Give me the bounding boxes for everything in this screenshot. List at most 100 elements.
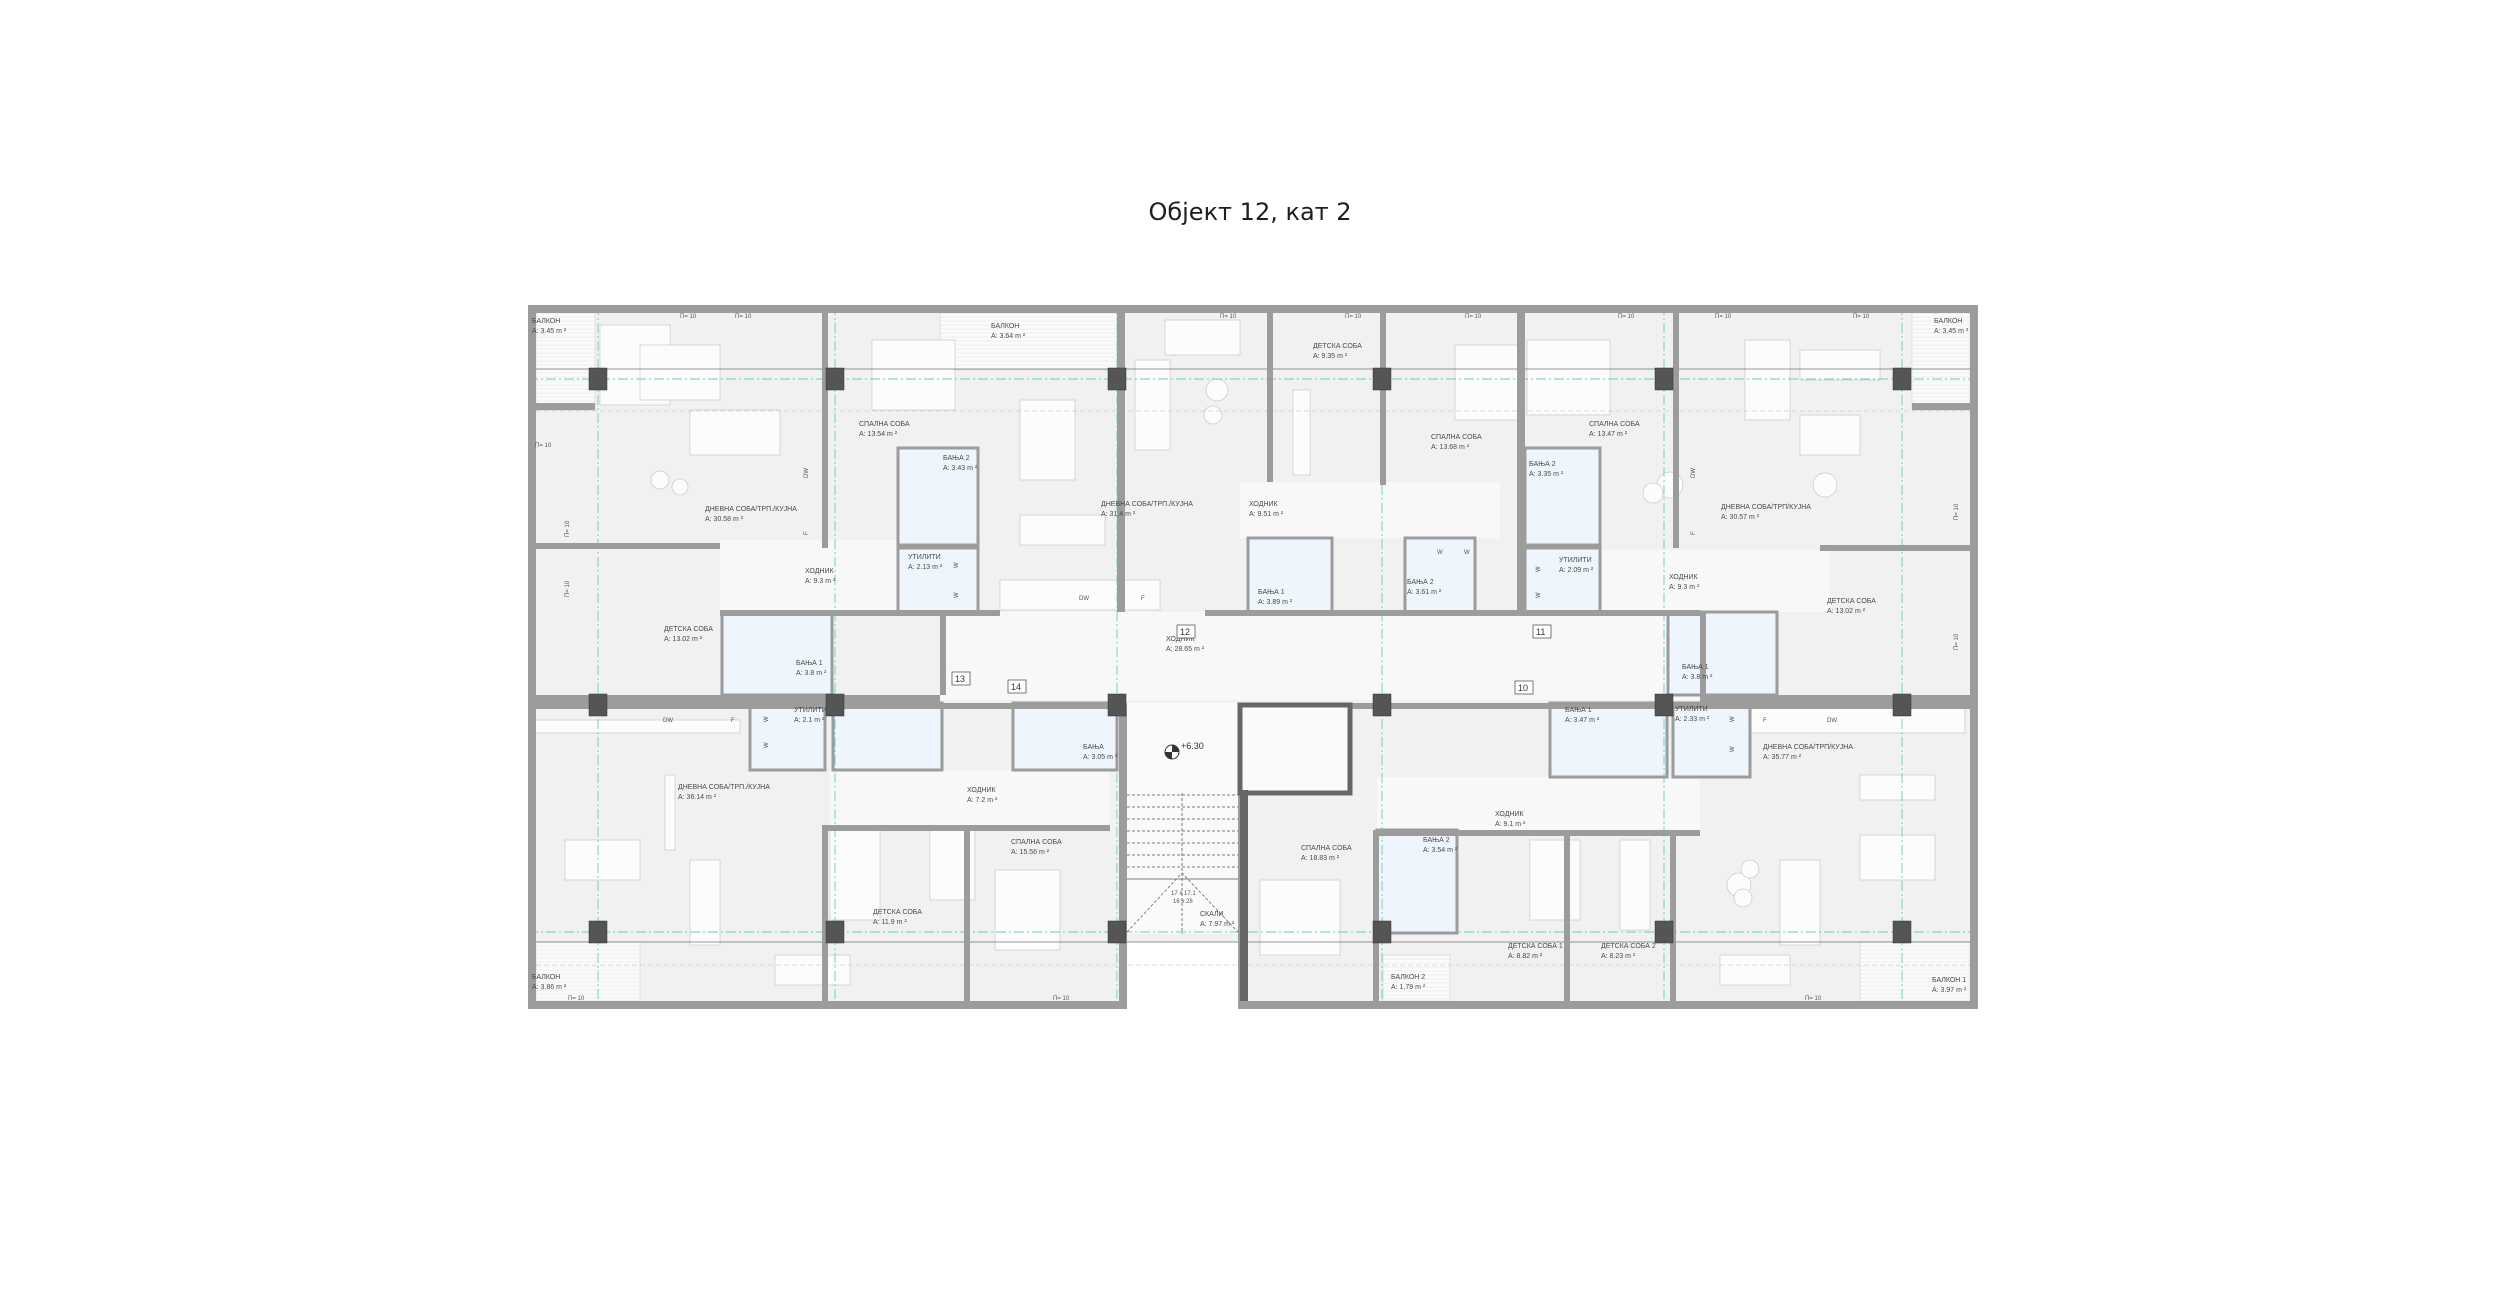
room-name: СПАЛНА СОБА <box>1301 845 1352 852</box>
balcony-area <box>1382 954 1451 1002</box>
room-area: A: 2.09 m ² <box>1559 567 1594 574</box>
furniture-piece <box>1259 879 1341 956</box>
column <box>825 920 845 944</box>
wall <box>1246 703 1970 709</box>
wall <box>528 1001 1127 1009</box>
bathroom-wall <box>1011 701 1119 772</box>
bathroom-area <box>1525 548 1600 612</box>
room-name: ДЕТСКА СОБА <box>1313 343 1362 350</box>
furniture-piece <box>1859 774 1936 801</box>
room-area: A: 7.97 m ² <box>1200 921 1235 928</box>
bathroom-area <box>1405 538 1475 612</box>
furniture-piece <box>1749 704 1966 734</box>
wall <box>1673 313 1679 548</box>
furniture-piece <box>1744 339 1791 421</box>
room-area: A: 11.9 m ² <box>873 919 907 926</box>
unit-number-box <box>1532 624 1552 639</box>
wall <box>1517 313 1525 612</box>
stair-note: 16 x 28 <box>1173 899 1193 905</box>
fixture-label: W <box>1730 716 1736 722</box>
furniture-piece <box>1019 399 1076 481</box>
room-name: ДНЕВНА СОБА/ТРП./КУЈНА <box>1101 501 1193 508</box>
room-name: БАЛКОН 1 <box>1932 977 1966 984</box>
column <box>825 693 845 717</box>
room-area: A: 8.82 m ² <box>1508 953 1543 960</box>
room-name: ДНЕВНА СОБА/ТРП./КУЈНА <box>705 506 797 513</box>
window-label: П= 10 <box>565 520 571 537</box>
room-name: УТИЛИТИ <box>1559 557 1592 564</box>
corridor-bottom-right <box>1377 777 1700 830</box>
table-round <box>1205 378 1229 402</box>
column <box>1892 920 1912 944</box>
furniture-piece <box>529 719 741 734</box>
room-area: A: 3.8 m ² <box>1682 674 1713 681</box>
room-name: ХОДНИК <box>1495 811 1525 818</box>
stair-note: 17 x 17.1 <box>1171 891 1196 897</box>
room-area: A: 2.1 m ² <box>794 717 825 724</box>
room-area: A: 13.54 m ² <box>859 431 898 438</box>
wall <box>536 403 595 410</box>
table-round <box>1642 482 1664 504</box>
room-name: ХОДНИК <box>1669 574 1699 581</box>
walls <box>528 305 1978 1009</box>
bathroom-wall <box>1548 701 1669 779</box>
room-area: A: 3.43 m ² <box>943 465 978 472</box>
wall <box>1119 703 1127 934</box>
room-name: УТИЛИТИ <box>908 554 941 561</box>
bathroom-wall <box>1246 536 1334 614</box>
column <box>1654 367 1674 391</box>
fixture-label: W <box>1536 566 1542 572</box>
room-name: БАЛКОН <box>532 974 560 981</box>
staircase <box>1126 744 1239 934</box>
room-name: БАЊА 1 <box>796 660 823 667</box>
room-area: A: 3.86 m ² <box>532 984 567 991</box>
corridor-right <box>1600 550 1830 612</box>
window-label: П= 10 <box>680 314 697 320</box>
room-area: A: 13.02 m ² <box>1827 608 1866 615</box>
room-name: ХОДНИК <box>1166 636 1196 643</box>
wall <box>1238 1001 1978 1009</box>
furniture-piece <box>871 339 956 411</box>
room-area: A: 3.05 m ² <box>1083 754 1118 761</box>
column <box>1372 920 1392 944</box>
window-label: П= 10 <box>1805 996 1822 1002</box>
columns <box>588 367 1912 944</box>
column <box>1892 693 1912 717</box>
window-label: П= 10 <box>1853 314 1870 320</box>
window-label: П= 10 <box>1053 996 1070 1002</box>
unit-number-box <box>1176 624 1196 639</box>
room-area: A: 15.56 m ² <box>1011 849 1050 856</box>
wall <box>720 610 1000 616</box>
room-name: СПАЛНА СОБА <box>859 421 910 428</box>
column <box>1372 693 1392 717</box>
table-round <box>1203 405 1223 425</box>
room-name: БАЊА 1 <box>1258 589 1285 596</box>
room-area: A: 30.57 m ² <box>1721 514 1760 521</box>
wall <box>1820 545 1970 551</box>
window-label: П= 10 <box>1465 314 1482 320</box>
fixture-label: W <box>954 562 960 568</box>
furniture-piece <box>664 774 676 851</box>
wall <box>528 305 1978 313</box>
furniture-piece <box>829 829 881 921</box>
bathroom-area <box>1013 703 1117 770</box>
room-name: БАЛКОН <box>991 323 1019 330</box>
wall <box>1970 305 1978 1009</box>
room-name: ХОДНИК <box>805 568 835 575</box>
room-area: A: 13.02 m ² <box>664 636 703 643</box>
bathroom-wall <box>896 446 980 547</box>
wall <box>1377 830 1700 836</box>
fixture-label: F <box>1763 718 1767 724</box>
bathroom-area <box>722 612 832 695</box>
furniture-piece <box>999 579 1161 611</box>
page-title: Објект 12, кат 2 <box>1148 198 1352 226</box>
room-area: A: 9.3 m ² <box>1669 584 1700 591</box>
bathroom-area <box>1668 612 1777 695</box>
room-name: БАЊА 1 <box>1565 707 1592 714</box>
table-round <box>650 470 670 490</box>
stair-notch <box>1119 942 1246 1013</box>
room-name: БАЊА 2 <box>1423 837 1450 844</box>
room-name: ДНЕВНА СОБА/ТРП/КУЈНА <box>1763 744 1853 751</box>
wall <box>1912 403 1970 410</box>
